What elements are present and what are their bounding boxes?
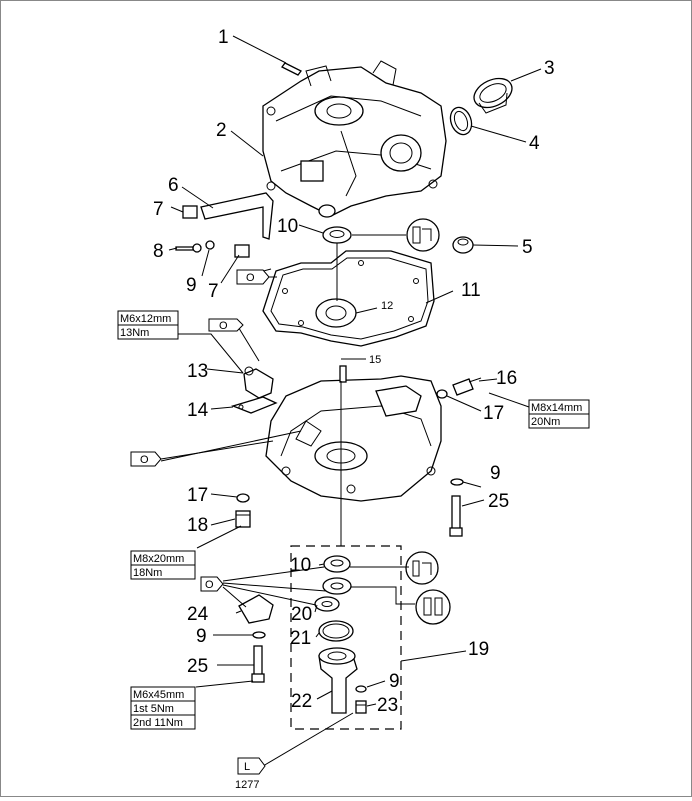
bolt-part-16 bbox=[452, 377, 482, 396]
fitting-part-5 bbox=[452, 236, 474, 254]
callout-19: 19 bbox=[468, 639, 489, 660]
callout-7a: 7 bbox=[153, 199, 164, 220]
callout-1: 1 bbox=[218, 27, 229, 48]
o-ring-part-21 bbox=[318, 620, 354, 642]
callout-16: 16 bbox=[496, 368, 517, 389]
callout-9d: 9 bbox=[196, 626, 207, 647]
bolt-part-25-right bbox=[449, 495, 463, 537]
callout-20: 20 bbox=[291, 604, 312, 625]
drain-plug-part-18 bbox=[235, 510, 251, 528]
oil-tag-d: O bbox=[200, 576, 224, 592]
callout-25b: 25 bbox=[187, 656, 208, 677]
spec-m8x20-size: M8x20mm bbox=[133, 553, 184, 565]
callout-6: 6 bbox=[168, 175, 179, 196]
callout-4: 4 bbox=[529, 133, 540, 154]
svg-text:O: O bbox=[246, 272, 255, 284]
washer-part-9-pump bbox=[355, 685, 367, 693]
spec-m8x14-torque: 20Nm bbox=[531, 416, 560, 428]
seal-detail-lower-2 bbox=[415, 589, 451, 625]
callout-11: 11 bbox=[461, 280, 481, 301]
spec-m6x12-torque: 13Nm bbox=[120, 327, 149, 339]
gasket-part-11 bbox=[262, 250, 435, 347]
spec-m8x14-size: M8x14mm bbox=[531, 402, 582, 414]
pump-housing-part-22 bbox=[318, 647, 358, 714]
spec-m6x12-size: M6x12mm bbox=[120, 313, 171, 325]
torque-spec-m8x20: M8x20mm 18Nm bbox=[130, 550, 196, 580]
oil-seal-part-10-lower bbox=[323, 555, 351, 573]
seal-detail-lower-1 bbox=[405, 551, 439, 585]
spec-m6x45-torque-2: 2nd 11Nm bbox=[133, 717, 183, 729]
callout-13: 13 bbox=[187, 361, 208, 382]
governor-lever-part-14 bbox=[231, 396, 278, 414]
callout-10b: 10 bbox=[290, 555, 311, 576]
seal-detail-upper bbox=[406, 218, 440, 252]
oil-tag-c: O bbox=[130, 451, 162, 467]
svg-text:O: O bbox=[219, 320, 228, 332]
figure-code: 1277 bbox=[235, 779, 259, 791]
callout-15: 15 bbox=[369, 354, 381, 366]
callout-9a: 9 bbox=[186, 275, 197, 296]
svg-text:O: O bbox=[140, 454, 149, 466]
callout-14: 14 bbox=[187, 400, 209, 421]
lower-crankcase bbox=[265, 375, 442, 502]
bearings-part-20 bbox=[314, 577, 352, 612]
callout-2: 2 bbox=[216, 120, 227, 141]
callout-8: 8 bbox=[153, 241, 164, 262]
callout-25a: 25 bbox=[488, 491, 509, 512]
washer-part-9-right bbox=[450, 478, 464, 486]
bolt-part-8 bbox=[175, 240, 215, 253]
svg-text:O: O bbox=[205, 579, 214, 591]
callout-12: 12 bbox=[381, 300, 393, 312]
callout-9b: 9 bbox=[490, 463, 501, 484]
callout-labels: 1 2 3 4 5 6 7 7 8 9 10 11 12 15 13 14 16… bbox=[153, 27, 555, 716]
washer-part-17-left bbox=[236, 493, 250, 503]
guard-part-24 bbox=[238, 594, 274, 624]
loctite-tag: L bbox=[237, 757, 266, 775]
spec-m6x45-torque-1: 1st 5Nm bbox=[133, 703, 174, 715]
callout-23: 23 bbox=[377, 695, 398, 716]
bolt-part-25-left bbox=[251, 645, 265, 683]
governor-part-13 bbox=[243, 366, 274, 399]
bearing-part-12 bbox=[315, 298, 357, 328]
pump-group-19-dashed-box bbox=[290, 545, 402, 730]
dowel-pin-part-15 bbox=[339, 365, 347, 383]
callout-9c: 9 bbox=[389, 671, 400, 692]
bolt-part-23 bbox=[355, 700, 367, 714]
svg-text:L: L bbox=[244, 761, 250, 773]
callout-10a: 10 bbox=[277, 216, 298, 237]
oil-tag-a: O bbox=[236, 269, 270, 285]
washer-part-17-right bbox=[436, 389, 448, 399]
callout-21: 21 bbox=[290, 628, 311, 649]
torque-spec-m8x14: M8x14mm 20Nm bbox=[528, 399, 590, 429]
callout-24: 24 bbox=[187, 604, 209, 625]
oil-tag-b: O bbox=[208, 318, 244, 332]
callout-17b: 17 bbox=[187, 485, 208, 506]
spec-m8x20-torque: 18Nm bbox=[133, 567, 162, 579]
callout-3: 3 bbox=[544, 58, 555, 79]
washer-part-9-left bbox=[252, 631, 266, 639]
callout-17a: 17 bbox=[483, 403, 504, 424]
torque-spec-m6x45: M6x45mm 1st 5Nm 2nd 11Nm bbox=[130, 686, 196, 730]
crankcase-cover bbox=[262, 60, 447, 218]
bracket-part-6 bbox=[200, 192, 274, 240]
bolt-part-1 bbox=[281, 62, 302, 76]
o-ring-part-4 bbox=[449, 106, 473, 136]
oil-seal-part-10-upper bbox=[322, 226, 352, 244]
callout-18: 18 bbox=[187, 515, 208, 536]
callout-5: 5 bbox=[522, 237, 533, 258]
spec-m6x45-size: M6x45mm bbox=[133, 689, 184, 701]
callout-7b: 7 bbox=[208, 281, 219, 302]
rubber-pad-part-7b bbox=[234, 244, 250, 258]
rubber-pad-part-7a bbox=[182, 205, 198, 219]
filler-cap-part-3 bbox=[473, 77, 513, 114]
torque-spec-m6x12: M6x12mm 13Nm bbox=[117, 310, 179, 340]
callout-22: 22 bbox=[291, 691, 312, 712]
